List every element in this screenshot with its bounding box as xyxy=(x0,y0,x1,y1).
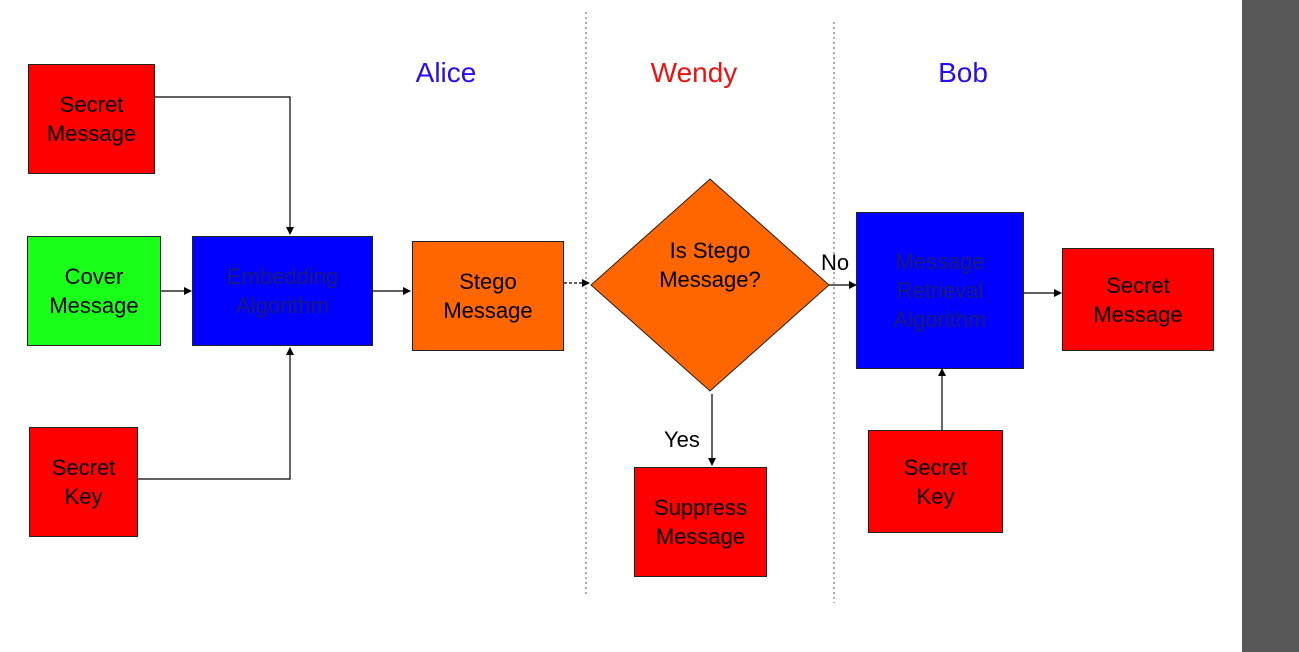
suppress-message-box: Suppress Message xyxy=(634,467,767,577)
edge-secret-key-to-embedding xyxy=(137,347,294,480)
secret-message-input-box: Secret Message xyxy=(28,64,155,174)
lane-title-alice: Alice xyxy=(415,57,477,88)
edge-label-no: No xyxy=(821,250,850,275)
edge-label-yes: Yes xyxy=(664,427,700,452)
edge-secret-message-to-embedding xyxy=(155,96,294,235)
secret-message-output-box: Secret Message xyxy=(1062,248,1214,351)
decision-diamond xyxy=(590,178,830,392)
secret-key-alice-box: Secret Key xyxy=(29,427,138,537)
secret-key-bob-box: Secret Key xyxy=(868,430,1003,533)
stego-message-box: Stego Message xyxy=(412,241,564,351)
embedding-algorithm-box: Embedding Algorithm xyxy=(192,236,373,346)
cover-message-box: Cover Message xyxy=(27,236,161,346)
lane-title-bob: Bob xyxy=(938,57,988,88)
decision-label: Is Stego Message? xyxy=(659,238,761,292)
right-gray-bar xyxy=(1242,0,1299,652)
lane-title-wendy: Wendy xyxy=(650,57,738,88)
message-retrieval-algorithm-box: Message Retrieval Algorithm xyxy=(856,212,1024,369)
